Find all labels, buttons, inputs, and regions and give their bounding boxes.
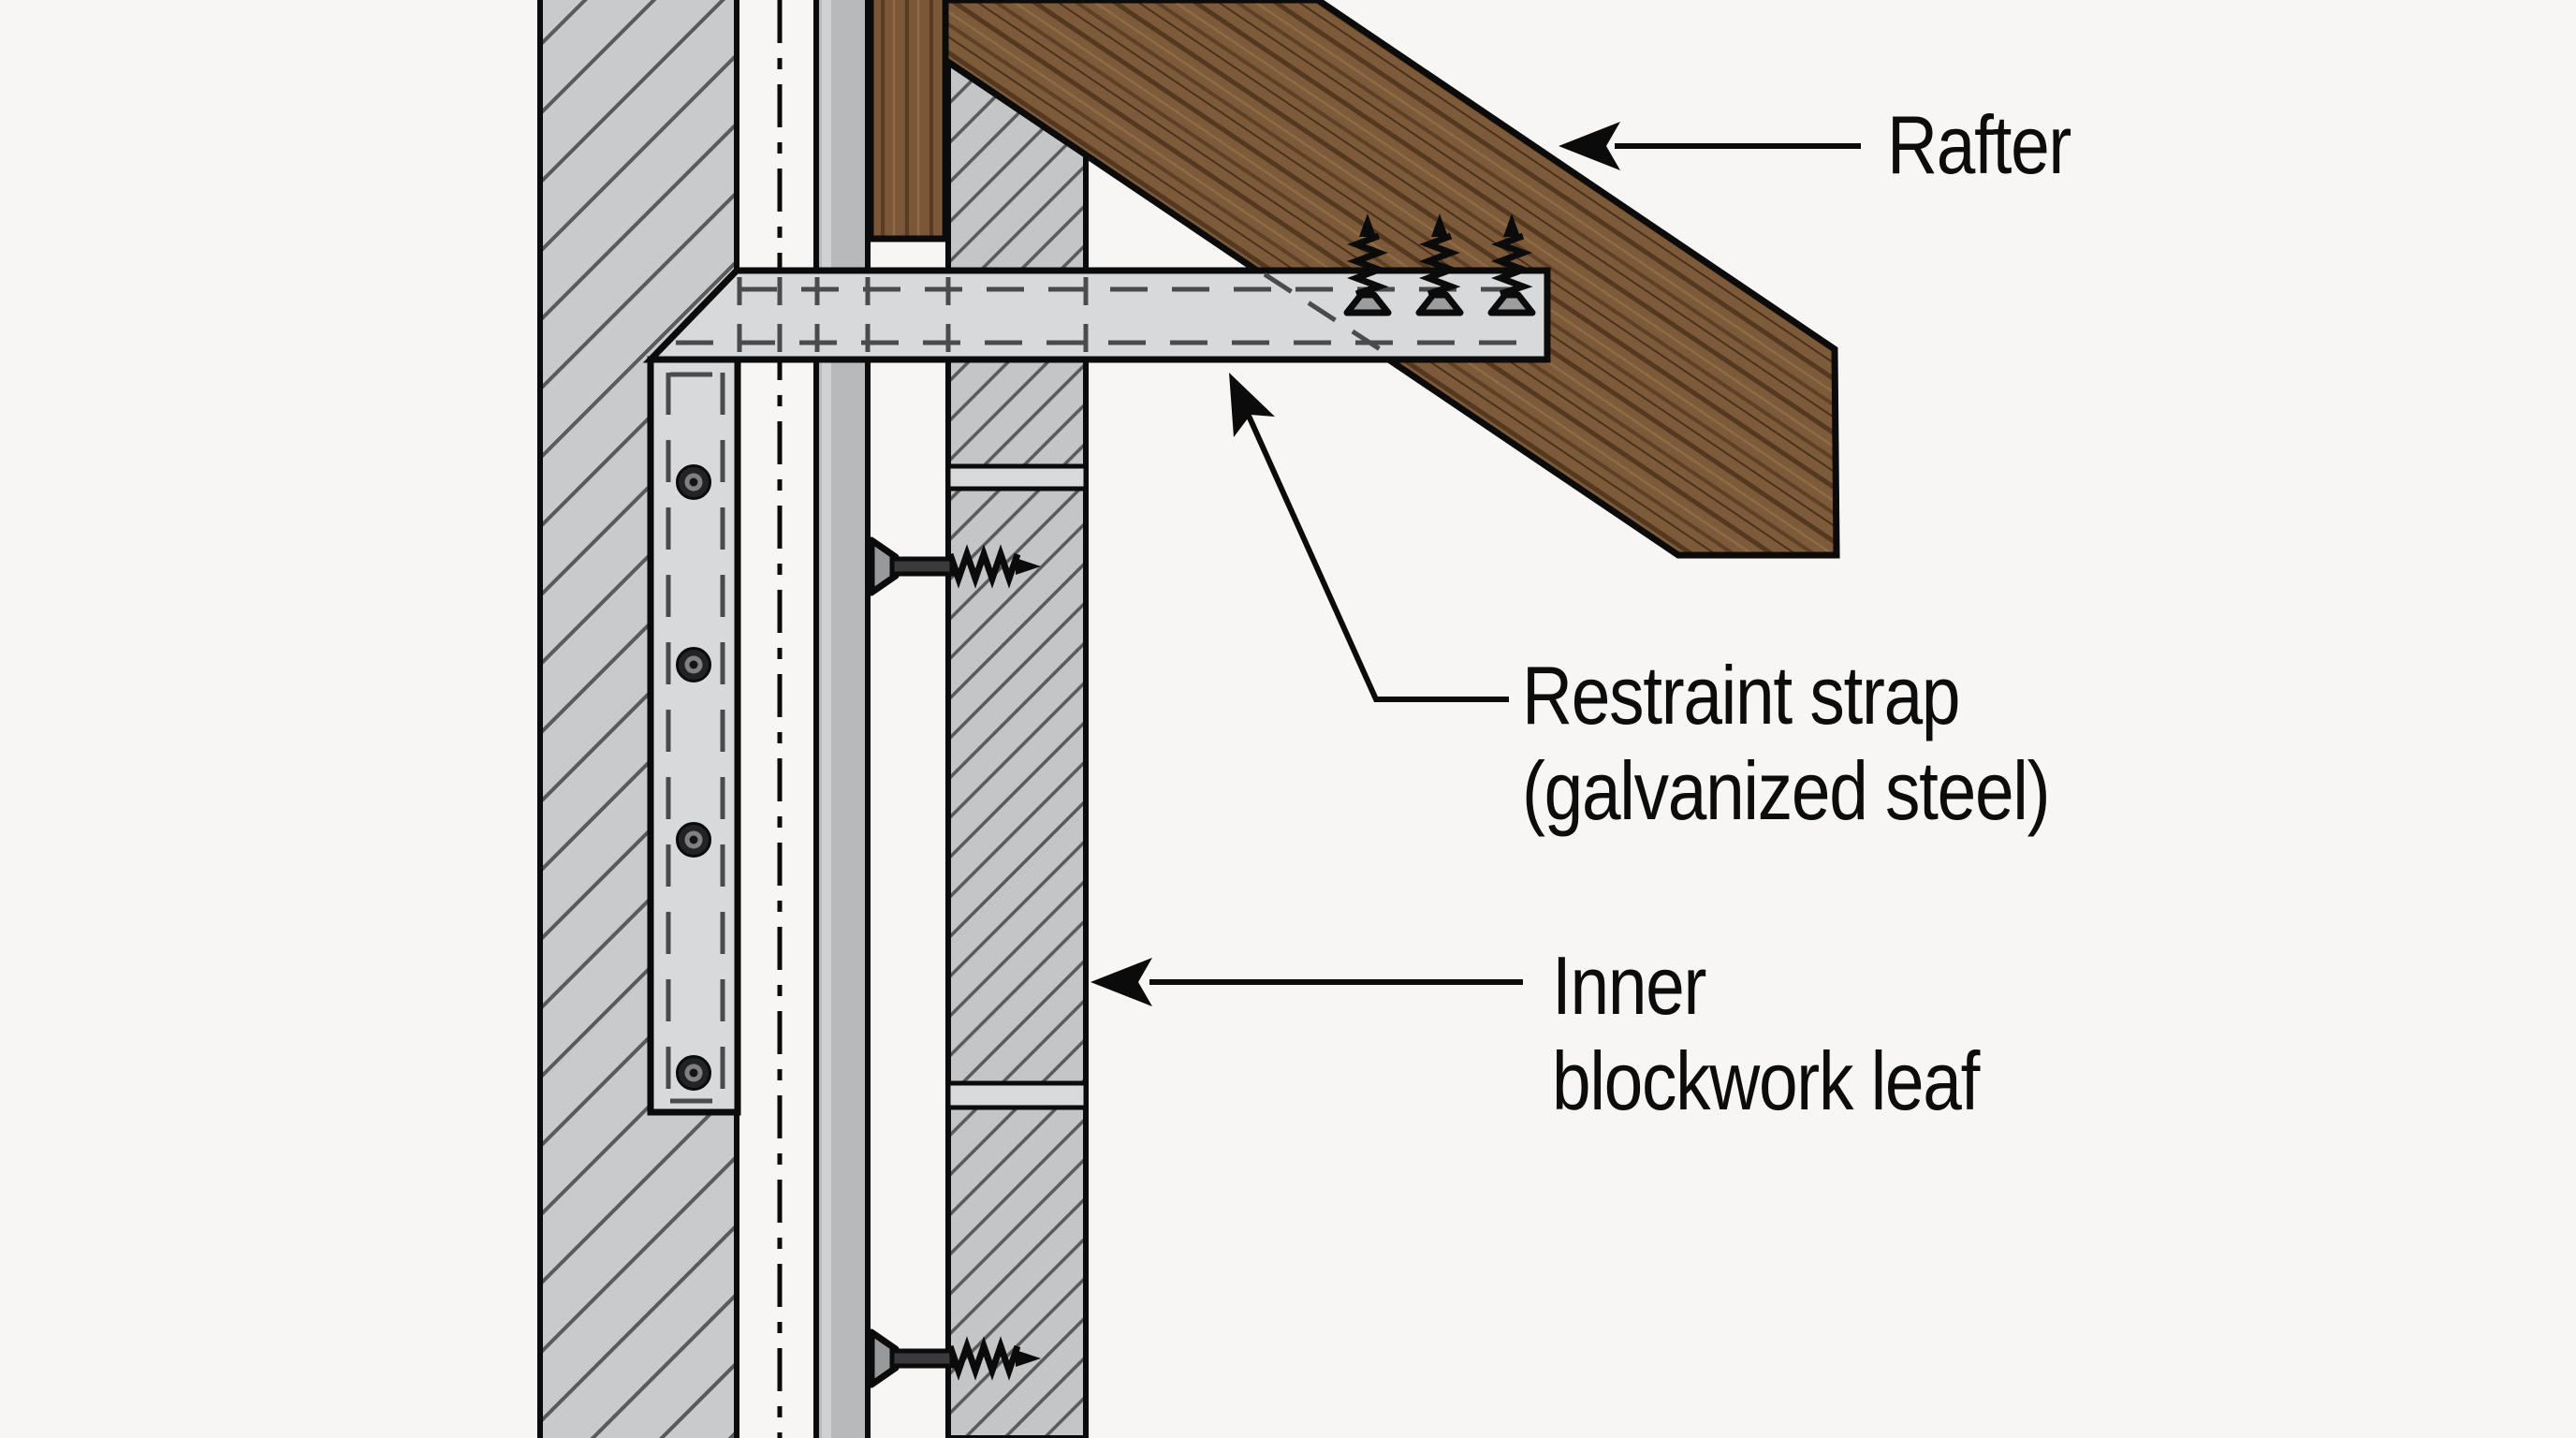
inner-blockwork-leaf-label: Inner blockwork leaf	[1552, 938, 1980, 1129]
strap-dashed-detail	[666, 271, 1540, 1104]
mortar-joint-lower	[945, 1080, 1089, 1110]
inner-leaf-leader	[1090, 958, 1523, 1006]
rafter-arrowhead-icon	[1559, 122, 1620, 170]
restraint-strap-label-line1: Restraint strap	[1522, 649, 1961, 741]
inner-leaf-label-line2: blockwork leaf	[1552, 1034, 1980, 1127]
restraint-strap-label: Restraint strap (galvanized steel)	[1522, 648, 2051, 839]
restraint-strap-label-line2: (galvanized steel)	[1522, 744, 2051, 837]
inner-leaf-arrowhead-icon	[1090, 958, 1152, 1006]
restraint-strap-horizontal	[642, 267, 1551, 363]
inner-leaf-label-line1: Inner	[1552, 939, 1706, 1032]
rafter-label-text: Rafter	[1887, 98, 2071, 191]
restraint-arrowhead-icon	[1229, 373, 1275, 437]
rafter-label: Rafter	[1887, 97, 2071, 193]
sheathing-strip-highlight	[822, 0, 831, 1438]
timber-wall-plate	[867, 0, 949, 242]
rafter-leader	[1559, 122, 1861, 170]
mortar-joint-upper	[945, 463, 1089, 492]
restraint-strap-leader	[1229, 373, 1509, 702]
